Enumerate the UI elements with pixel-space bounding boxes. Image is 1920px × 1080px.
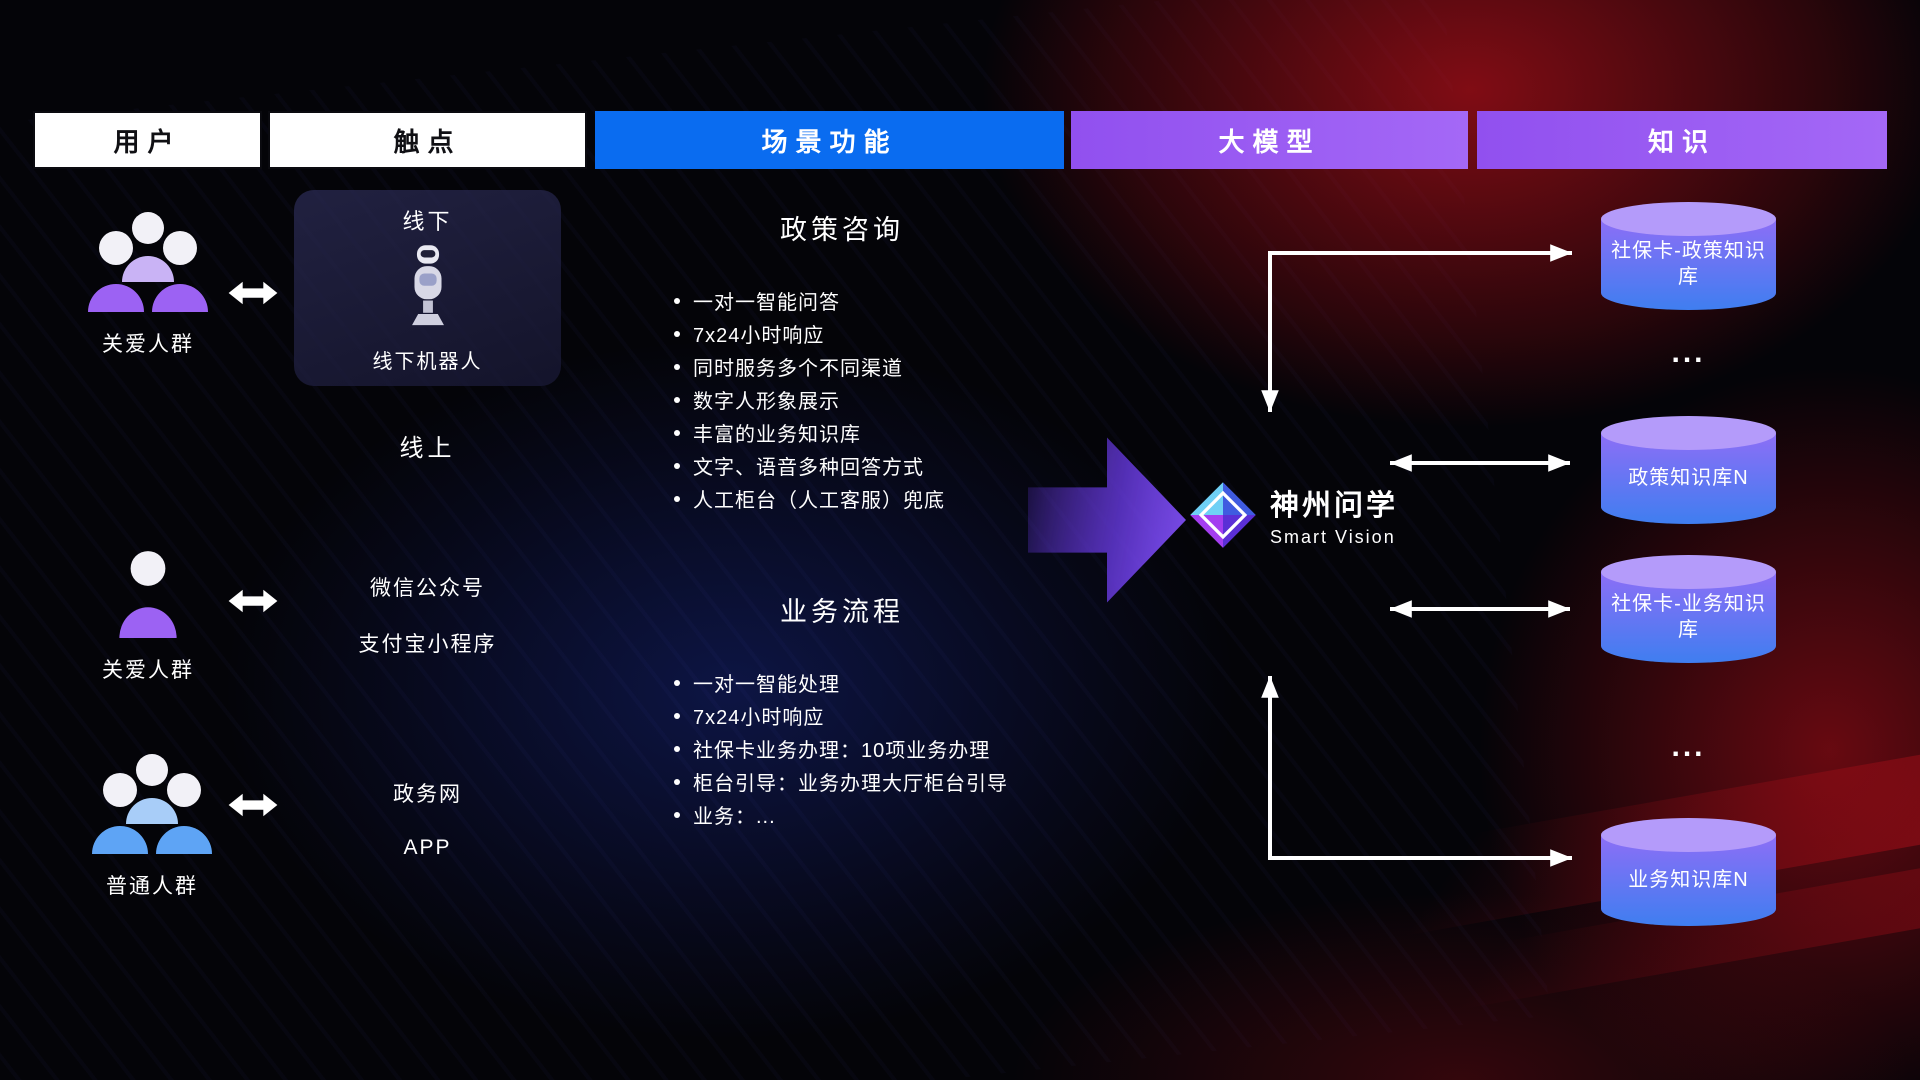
header-label: 触点 — [393, 126, 462, 157]
bullet-text: 社保卡业务办理：10项业务办理 — [693, 740, 991, 762]
database-cylinder-icon — [1601, 555, 1776, 663]
database-cylinder-icon — [1601, 202, 1776, 310]
bullet-dot — [674, 745, 680, 752]
user-group-label: 关爱人群 — [102, 659, 194, 682]
bullet-dot — [674, 330, 680, 337]
bullet-dot — [674, 297, 680, 304]
header-label: 大模型 — [1218, 126, 1321, 157]
knowledge-ellipsis: ... — [1671, 730, 1706, 763]
offline-touchpoint-card: 线下 线下机器人 — [294, 190, 561, 386]
user-group-label: 普通人群 — [106, 875, 198, 898]
database-cylinder-icon — [1601, 818, 1776, 926]
database-cylinder-icon — [1601, 416, 1776, 524]
scenario-bullet: 社保卡业务办理：10项业务办理 — [652, 732, 1032, 765]
knowledge-db-business-social-card: 社保卡-业务知识库 — [1601, 555, 1776, 663]
bullet-dot — [674, 462, 680, 469]
bullet-dot — [674, 811, 680, 818]
scenario-bullet: 柜台引导：业务办理大厅柜台引导 — [652, 765, 1032, 798]
header-label: 用户 — [113, 126, 182, 157]
knowledge-db-business-n-card: 业务知识库N — [1601, 818, 1776, 926]
header-label: 场景功能 — [761, 126, 898, 157]
knowledge-db-policy-n-card: 政策知识库N — [1601, 416, 1776, 524]
column-header-users: 用户 — [33, 111, 262, 169]
scenario-bullet: 同时服务多个不同渠道 — [652, 350, 1032, 383]
knowledge-ellipsis: ... — [1671, 336, 1706, 369]
scenario-business-process: 业务流程 一对一智能处理 7x24小时响应 社保卡业务办理：10项业务办理 柜台… — [652, 592, 1032, 831]
bullet-text: 7x24小时响应 — [693, 707, 825, 729]
bullet-dot — [674, 778, 680, 785]
scenario-title: 政策咨询 — [780, 215, 904, 245]
channel-wechat: 微信公众号 — [370, 577, 485, 600]
column-header-knowledge: 知识 — [1477, 111, 1887, 169]
flow-arrow-icon — [1028, 437, 1186, 603]
user-group-care-elder: 关爱人群 — [68, 206, 228, 358]
scenario-bullet-list: 一对一智能处理 7x24小时响应 社保卡业务办理：10项业务办理 柜台引导：业务… — [652, 666, 1032, 831]
bullet-dot — [674, 495, 680, 502]
header-label: 知识 — [1647, 126, 1716, 157]
bullet-text: 7x24小时响应 — [693, 325, 825, 347]
column-header-model: 大模型 — [1071, 111, 1468, 169]
knowledge-db-label: 业务知识库N — [1628, 869, 1749, 891]
knowledge-db-label: 政策知识库N — [1628, 467, 1749, 489]
bullet-text: 业务：... — [693, 806, 776, 828]
channel-alipay: 支付宝小程序 — [358, 633, 497, 656]
scenario-bullet: 丰富的业务知识库 — [652, 416, 1032, 449]
bullet-dot — [674, 363, 680, 370]
user-icon — [119, 551, 177, 638]
bullet-text: 数字人形象展示 — [693, 391, 840, 413]
scenario-bullet: 一对一智能问答 — [652, 284, 1032, 317]
offline-robot-label: 线下机器人 — [372, 351, 483, 373]
scenario-bullet: 7x24小时响应 — [652, 699, 1032, 732]
scenario-bullet-list: 一对一智能问答 7x24小时响应 同时服务多个不同渠道 数字人形象展示 丰富的业… — [652, 284, 1032, 515]
users-group-icon — [88, 212, 208, 312]
bullet-text: 一对一智能问答 — [693, 292, 840, 314]
bullet-text: 同时服务多个不同渠道 — [693, 358, 903, 380]
robot-icon — [411, 245, 444, 326]
knowledge-db-label: 社保卡-政策知识库 — [1611, 240, 1766, 288]
knowledge-db-policy-social-card: 社保卡-政策知识库 — [1601, 202, 1776, 310]
bullet-dot — [674, 679, 680, 686]
double-arrow-icon — [228, 589, 278, 613]
scenario-bullet: 人工柜台（人工客服）兜底 — [652, 482, 1032, 515]
column-header-touchpoints: 触点 — [268, 111, 587, 169]
bullet-text: 人工柜台（人工客服）兜底 — [693, 490, 945, 512]
bullet-text: 柜台引导：业务办理大厅柜台引导 — [693, 773, 1008, 795]
bullet-text: 文字、语音多种回答方式 — [693, 457, 924, 479]
offline-title: 线下 — [402, 209, 453, 234]
scenario-bullet: 数字人形象展示 — [652, 383, 1032, 416]
bullet-text: 一对一智能处理 — [693, 674, 840, 696]
user-group-label: 关爱人群 — [102, 333, 194, 356]
brand-name: 神州问学 — [1270, 490, 1399, 522]
channel-gov-web: 政务网 — [393, 783, 462, 806]
channel-app: APP — [403, 836, 452, 859]
scenario-policy-consulting: 政策咨询 一对一智能问答 7x24小时响应 同时服务多个不同渠道 数字人形象展示… — [652, 210, 1032, 515]
scenario-bullet: 业务：... — [652, 798, 1032, 831]
scenario-bullet: 7x24小时响应 — [652, 317, 1032, 350]
user-single-care: 关爱人群 — [68, 548, 228, 684]
scenario-bullet: 文字、语音多种回答方式 — [652, 449, 1032, 482]
user-group-general: 普通人群 — [72, 748, 232, 900]
bullet-dot — [674, 429, 680, 436]
double-arrow-icon — [228, 281, 278, 305]
users-group-icon — [92, 754, 212, 854]
brand-subtitle: Smart Vision — [1270, 527, 1396, 547]
bullet-text: 丰富的业务知识库 — [693, 424, 861, 446]
scenario-bullet: 一对一智能处理 — [652, 666, 1032, 699]
smart-vision-logo-icon — [1190, 482, 1256, 548]
double-arrow-icon — [228, 793, 278, 817]
background-red-glow-right — [1380, 260, 1920, 1080]
knowledge-db-label: 社保卡-业务知识库 — [1611, 593, 1766, 641]
bullet-dot — [674, 396, 680, 403]
bullet-dot — [674, 712, 680, 719]
brand-logo-block: 神州问学 Smart Vision — [1188, 480, 1398, 550]
scenario-title: 业务流程 — [780, 597, 904, 627]
column-header-scenarios: 场景功能 — [595, 111, 1064, 169]
online-title: 线上 — [399, 435, 456, 462]
